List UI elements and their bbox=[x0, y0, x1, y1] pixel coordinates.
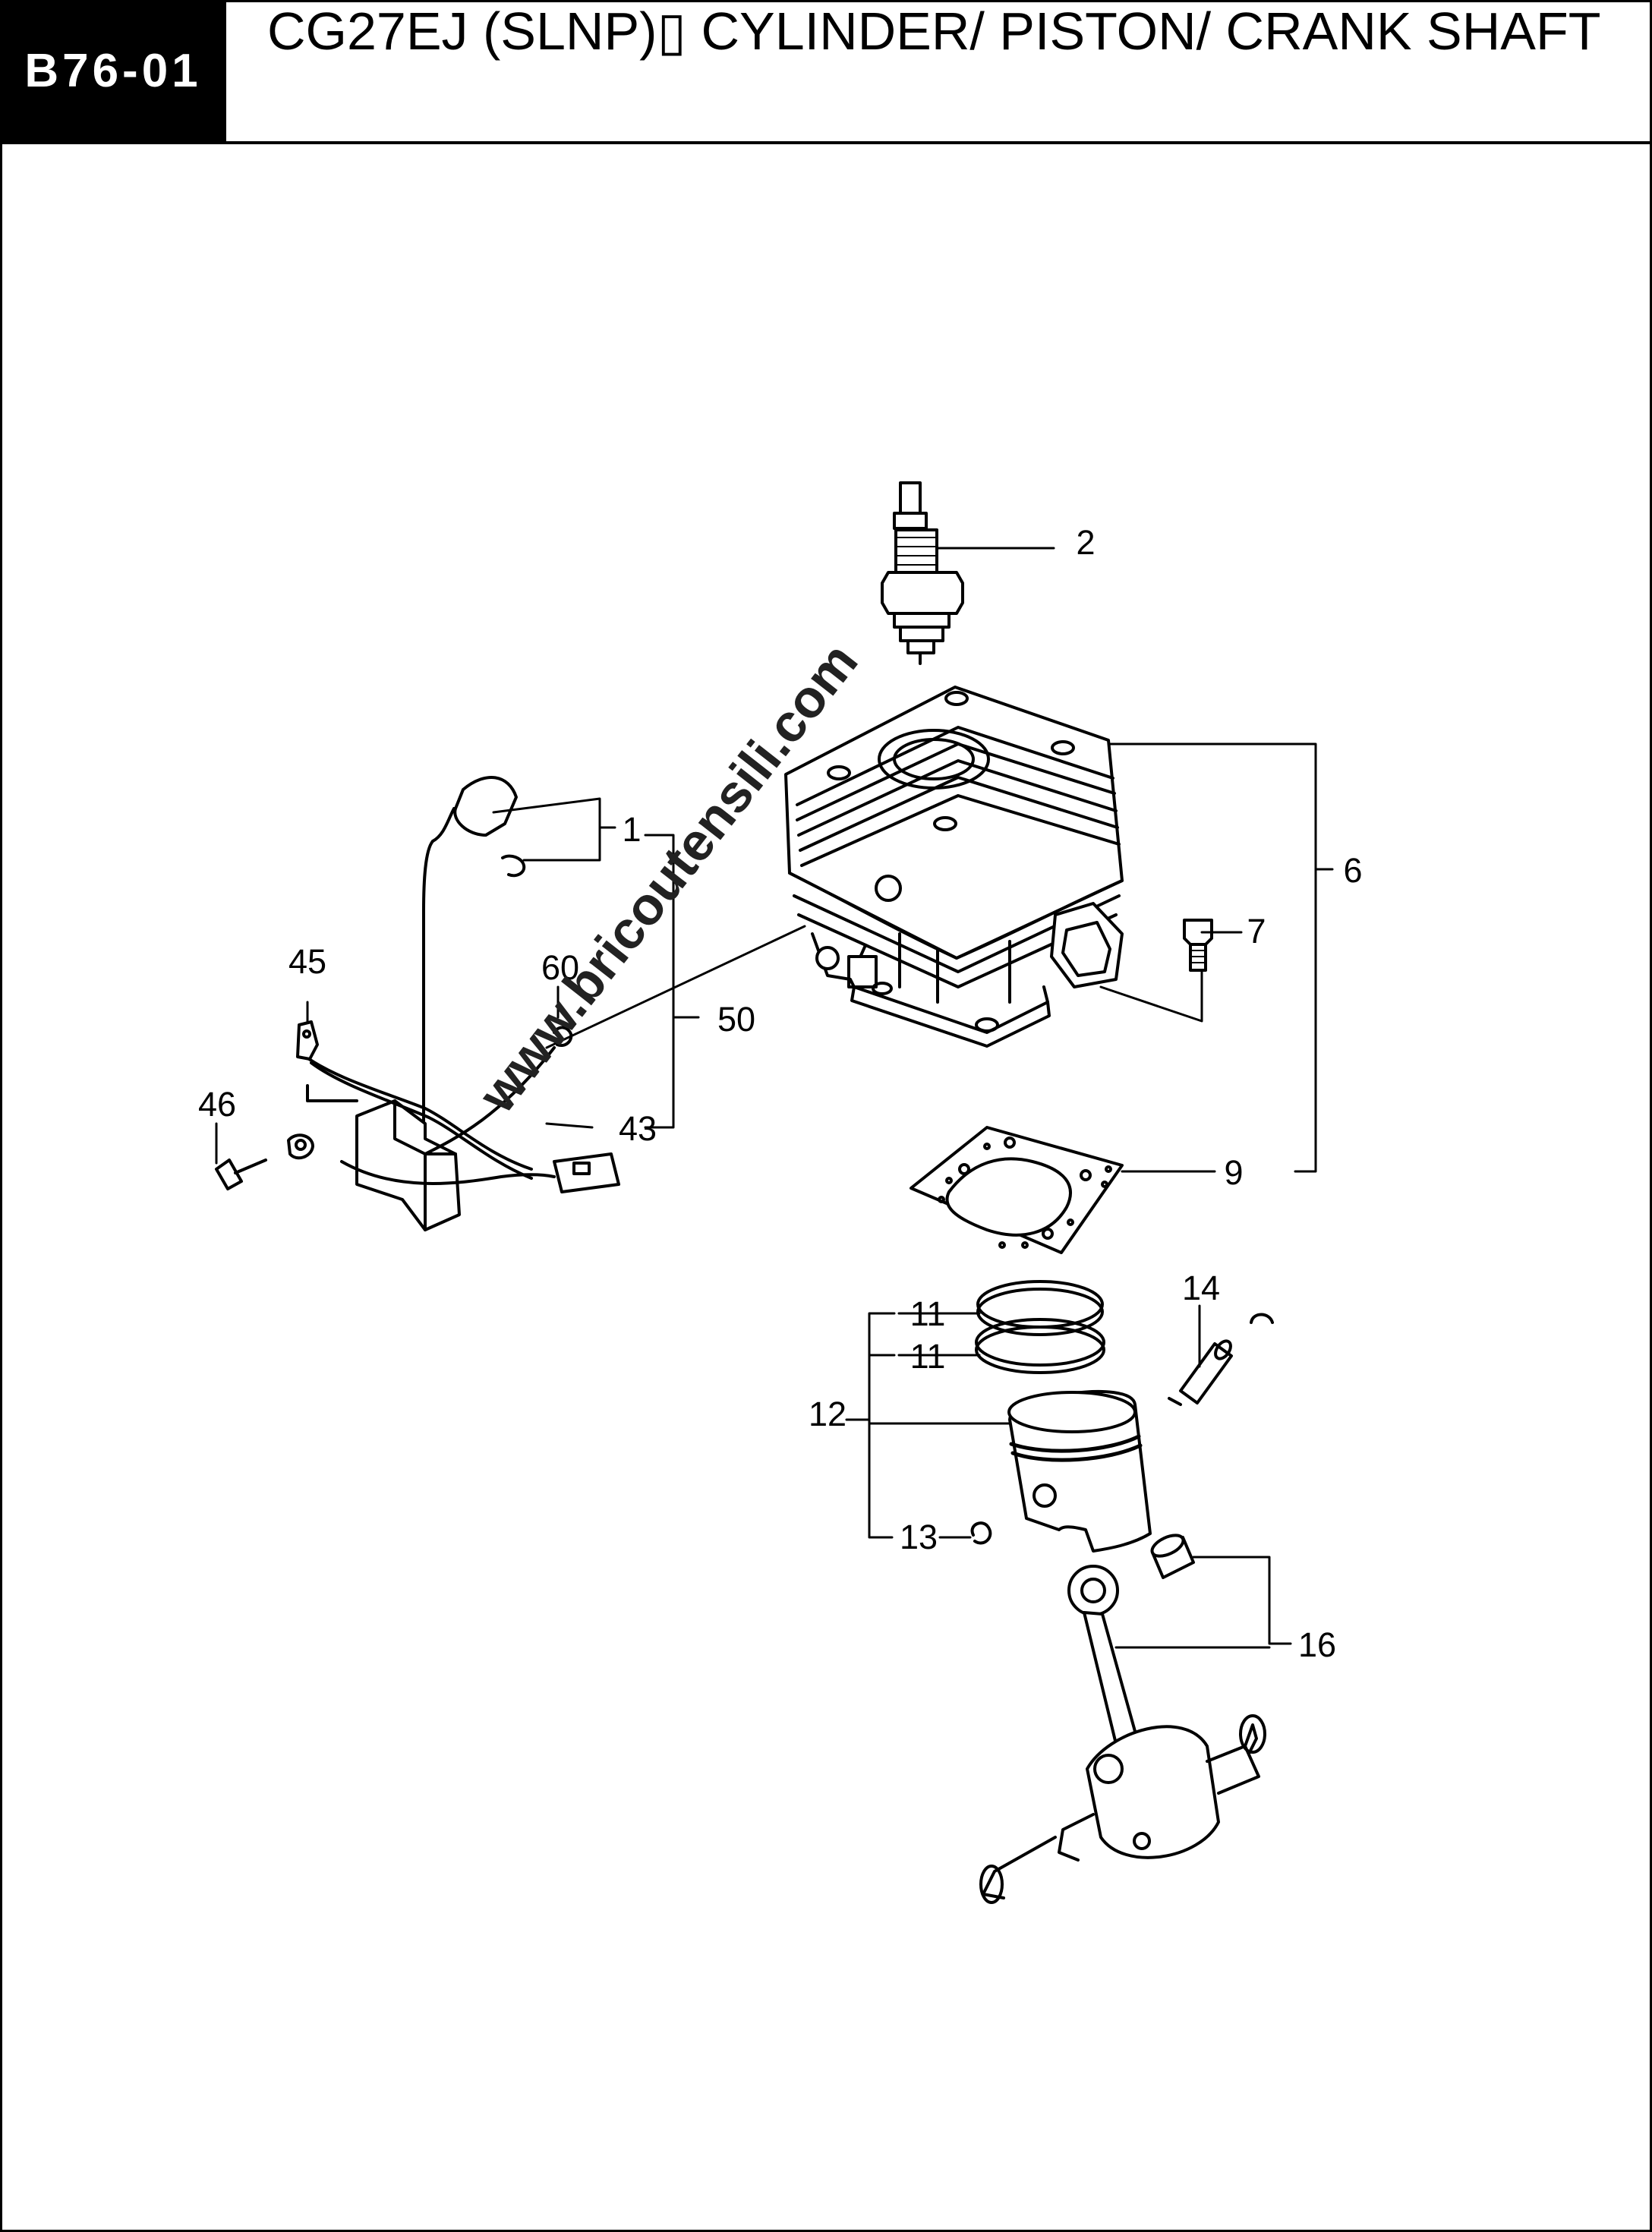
callout-14: 14 bbox=[1182, 1269, 1220, 1307]
cylinder bbox=[784, 686, 1124, 1048]
callout-43: 43 bbox=[619, 1109, 657, 1148]
callout-16: 16 bbox=[1298, 1625, 1336, 1664]
needle-bearing bbox=[1150, 1534, 1195, 1579]
callout-11-top: 11 bbox=[910, 1294, 946, 1333]
spark-plug bbox=[881, 481, 964, 665]
callout-13: 13 bbox=[900, 1518, 938, 1556]
callout-50: 50 bbox=[717, 1000, 755, 1039]
piston-circlip bbox=[970, 1521, 992, 1545]
cylinder-gasket bbox=[910, 1126, 1124, 1254]
callout-9: 9 bbox=[1224, 1153, 1243, 1192]
diagram-title: CG27EJ (SLNP)▯ CYLINDER/ PISTON/ CRANK S… bbox=[267, 2, 1601, 61]
callout-1: 1 bbox=[622, 810, 641, 849]
cylinder-screw bbox=[1183, 919, 1213, 972]
callout-45: 45 bbox=[288, 942, 326, 981]
callout-2: 2 bbox=[1076, 523, 1095, 562]
piston bbox=[1007, 1390, 1152, 1553]
callout-60: 60 bbox=[541, 948, 579, 987]
callout-46: 46 bbox=[198, 1085, 236, 1124]
leader-lines bbox=[215, 547, 1334, 1649]
callout-11-bottom: 11 bbox=[910, 1337, 946, 1376]
piston-pin bbox=[1168, 1313, 1274, 1406]
diagram-code: B76-01 bbox=[0, 0, 226, 141]
crank-shaft bbox=[979, 1565, 1266, 1904]
callout-12: 12 bbox=[809, 1395, 846, 1433]
header-bar: B76-01 CG27EJ (SLNP)▯ CYLINDER/ PISTON/ … bbox=[0, 0, 1652, 144]
callout-6: 6 bbox=[1343, 851, 1362, 890]
callout-7: 7 bbox=[1247, 912, 1266, 950]
piston-rings bbox=[975, 1280, 1105, 1374]
